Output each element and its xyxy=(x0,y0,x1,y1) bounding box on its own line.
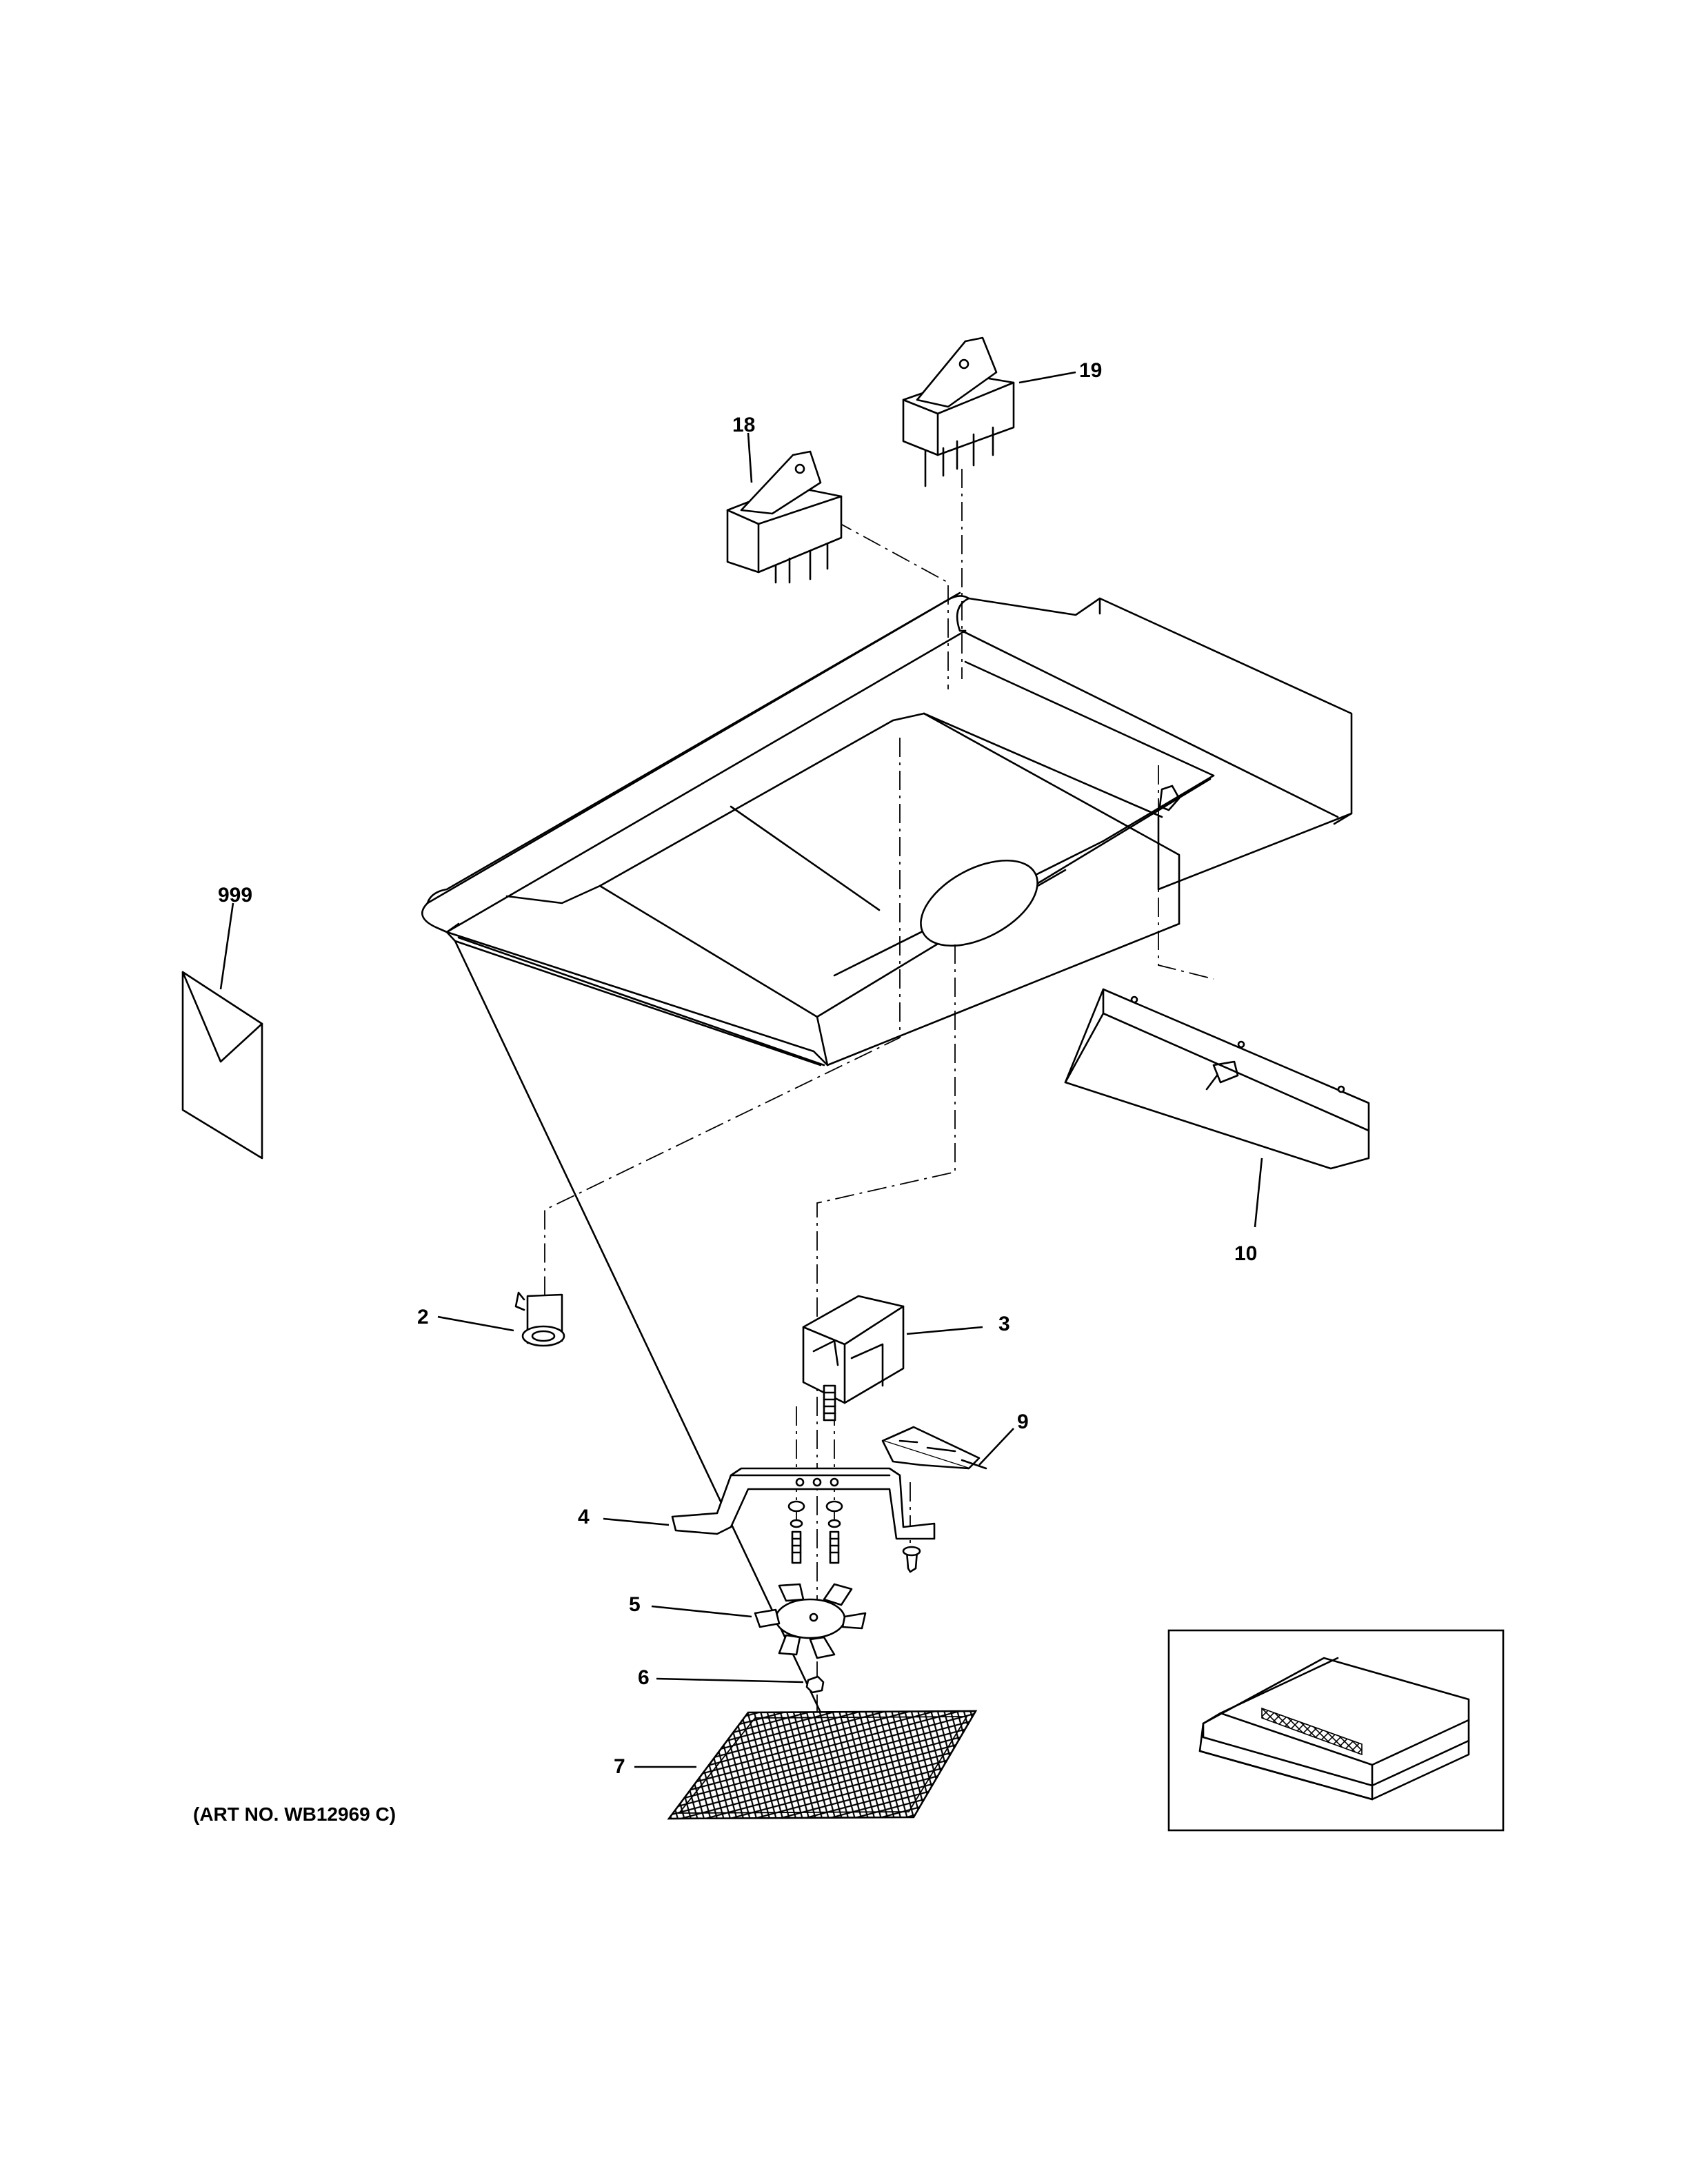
callout-labels: 18 19 999 10 2 3 9 4 5 6 7 xyxy=(218,359,1257,1778)
art-number: (ART NO. WB12969 C) xyxy=(193,1803,396,1825)
callout-9: 9 xyxy=(1017,1410,1029,1433)
literature-envelope-999 xyxy=(181,971,263,1160)
callout-2: 2 xyxy=(417,1306,429,1328)
callout-3: 3 xyxy=(998,1313,1010,1335)
range-hood-body xyxy=(421,592,1353,1728)
fan-nut-6 xyxy=(805,1675,825,1694)
fan-motor-3 xyxy=(802,1295,905,1422)
callout-7: 7 xyxy=(614,1755,625,1778)
leader-lines xyxy=(219,371,1263,1768)
fan-blade-5 xyxy=(754,1583,867,1659)
callout-5: 5 xyxy=(629,1593,641,1616)
callout-18: 18 xyxy=(732,414,755,436)
grease-filter-7 xyxy=(667,1710,978,1820)
callout-19: 19 xyxy=(1079,359,1102,382)
rocker-switch-18 xyxy=(726,450,843,584)
bracket-9 xyxy=(881,1426,987,1470)
callout-4: 4 xyxy=(578,1506,590,1528)
lamp-socket-2 xyxy=(514,1291,565,1347)
light-cover-bracket-10 xyxy=(1064,988,1370,1170)
assembled-hood-inset xyxy=(1167,1629,1505,1832)
callout-999: 999 xyxy=(218,884,252,907)
callout-6: 6 xyxy=(638,1666,650,1689)
callout-10: 10 xyxy=(1234,1242,1257,1265)
rocker-switch-19 xyxy=(902,336,1015,487)
assembly-lines xyxy=(544,469,1214,1779)
motor-mount-bracket-4 xyxy=(671,1467,936,1540)
mounting-screws xyxy=(787,1500,921,1573)
